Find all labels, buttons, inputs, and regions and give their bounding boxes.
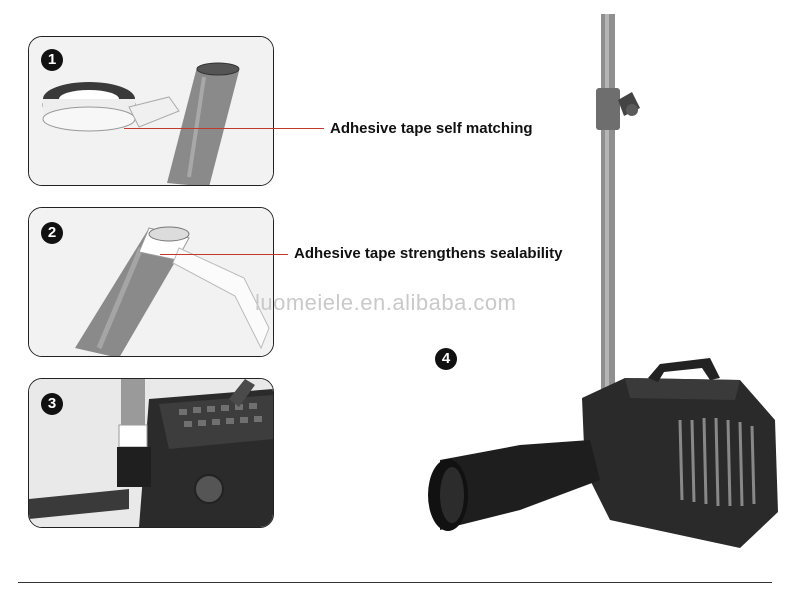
- step-1-panel: 1: [28, 36, 274, 186]
- watermark: luomeiele.en.alibaba.com: [255, 290, 517, 315]
- step-1-callout: Adhesive tape self matching: [330, 120, 533, 137]
- pipe-into-pump-illustration: [29, 379, 273, 527]
- step-3-badge: 3: [41, 393, 63, 415]
- step-2-callout: Adhesive tape strengthens sealability: [294, 245, 563, 262]
- step-2-badge: 2: [41, 222, 63, 244]
- step-2-panel: 2: [28, 207, 274, 357]
- footer-divider: [18, 582, 772, 583]
- tape-roll-and-pipe-illustration: [29, 37, 273, 185]
- step-1-leader-line: [124, 128, 324, 129]
- step-4-badge: 4: [435, 348, 457, 370]
- step-1-badge: 1: [41, 49, 63, 71]
- step-2-leader-line: [160, 254, 288, 255]
- step-3-panel: 3: [28, 378, 274, 528]
- taped-pipe-illustration: [29, 208, 273, 356]
